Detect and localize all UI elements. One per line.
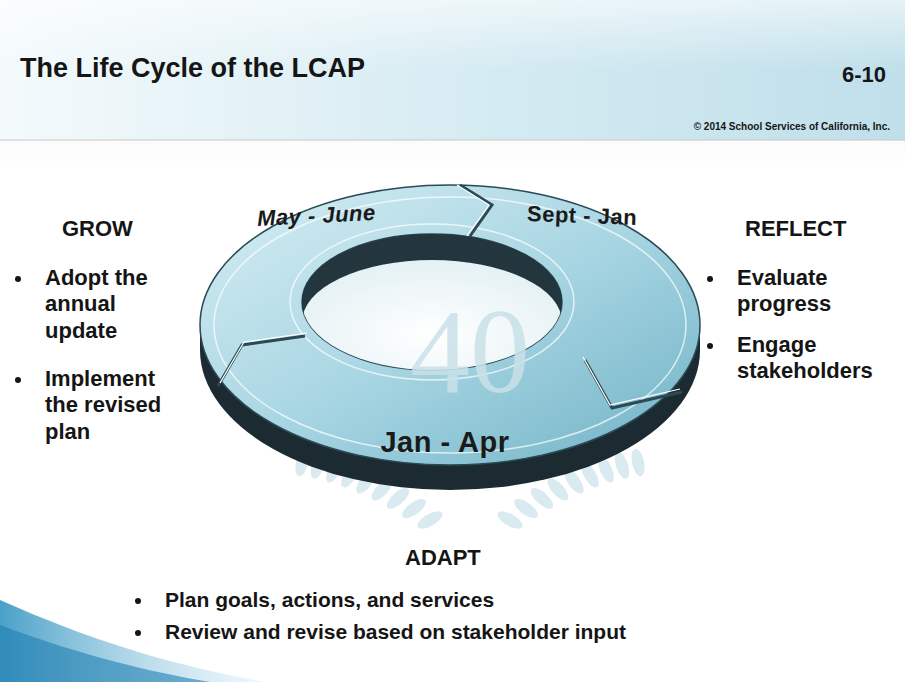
bullet-item: Review and revise based on stakeholder i… bbox=[165, 619, 765, 644]
bullet-item: Evaluate progress bbox=[737, 265, 887, 318]
phase-heading: GROW bbox=[62, 216, 133, 242]
bullet-dot bbox=[135, 630, 141, 636]
ring-segment: Sept - Jan bbox=[522, 199, 641, 233]
laurel-leaf bbox=[629, 447, 647, 477]
bullet-dot bbox=[135, 598, 141, 604]
bullet-item: Implement the revised plan bbox=[45, 366, 175, 445]
ring-segment: Jan - Apr bbox=[376, 424, 513, 461]
slide-title: The Life Cycle of the LCAP bbox=[20, 52, 365, 84]
period-label: Sept - Jan bbox=[527, 201, 638, 231]
bullet-item: Plan goals, actions, and services bbox=[165, 587, 765, 612]
period-label: Jan - Apr bbox=[380, 426, 509, 459]
bullet-item: Engage stakeholders bbox=[737, 332, 887, 385]
period-label: May - June bbox=[256, 200, 376, 232]
slide-number: 6-10 bbox=[842, 62, 886, 88]
copyright-note: © 2014 School Services of California, In… bbox=[694, 121, 890, 133]
bullet-item: Adopt the annual update bbox=[45, 265, 175, 344]
phase-heading: REFLECT bbox=[745, 216, 846, 242]
watermark-number: 40 bbox=[410, 280, 530, 424]
phase-heading: ADAPT bbox=[405, 545, 481, 571]
